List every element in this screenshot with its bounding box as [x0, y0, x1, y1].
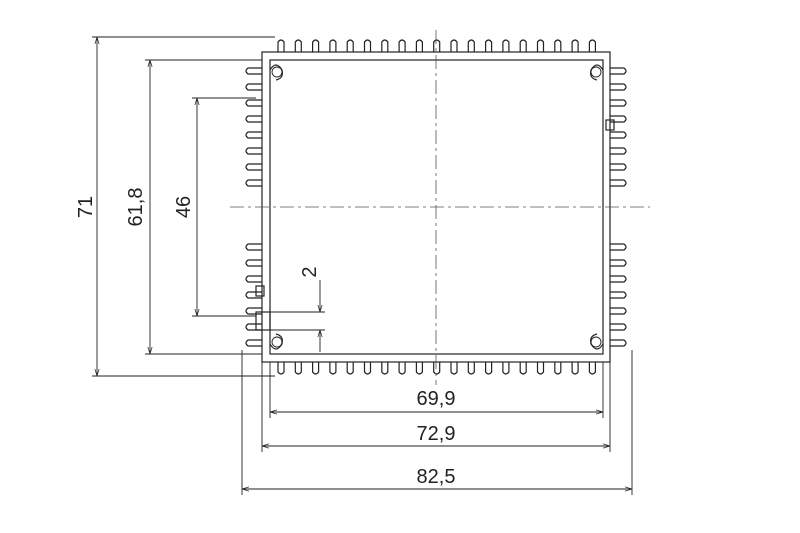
fin: [610, 323, 627, 331]
fin: [588, 362, 596, 375]
fin: [610, 67, 627, 75]
inner-height-label: 61,8: [125, 188, 147, 227]
body-width-label: 72,9: [417, 423, 456, 445]
fin: [610, 275, 627, 283]
right-fins: [610, 67, 627, 347]
fin: [245, 243, 262, 251]
fin: [502, 39, 510, 52]
fin: [381, 39, 389, 52]
fin: [294, 39, 302, 52]
fin: [610, 307, 627, 315]
fin: [245, 131, 262, 139]
overall-width-label: 82,5: [417, 466, 456, 488]
fin: [363, 39, 372, 52]
fin: [245, 307, 262, 315]
fin: [245, 323, 262, 331]
fin: [245, 291, 262, 299]
fin: [245, 99, 262, 107]
fin: [610, 163, 627, 171]
fin: [329, 39, 337, 52]
fin: [245, 179, 262, 187]
inner-cavity: [269, 59, 604, 355]
fin: [571, 362, 579, 375]
fin: [415, 39, 423, 52]
fin: [571, 39, 579, 52]
fin: [398, 362, 406, 375]
fin: [610, 83, 627, 91]
fin: [610, 131, 627, 139]
fin: [245, 115, 262, 123]
dimension-inner-width: 69,9: [269, 362, 604, 418]
fin: [610, 115, 627, 123]
fin: [485, 362, 493, 375]
dimension-slot-height: 2: [270, 266, 325, 352]
fin: [610, 291, 627, 299]
slot-height-label: 2: [299, 266, 321, 277]
fin: [536, 362, 545, 375]
fin: [610, 243, 627, 251]
fin: [346, 362, 354, 375]
fin: [415, 362, 423, 375]
fin: [245, 83, 262, 91]
fin: [433, 362, 441, 375]
fin: [329, 362, 337, 375]
dimension-overall-height: 71: [75, 36, 275, 377]
fin: [433, 39, 441, 52]
dimension-overall-width: 82,5: [241, 350, 633, 495]
top-fins: [277, 39, 596, 52]
fin: [554, 39, 562, 52]
fin: [346, 39, 354, 52]
bottom-fins: [277, 362, 596, 375]
fin: [610, 179, 627, 187]
overall-height-label: 71: [75, 196, 97, 218]
fin: [363, 362, 372, 375]
fin: [245, 275, 262, 283]
center-height-label: 46: [173, 196, 195, 218]
fin: [245, 147, 262, 155]
fin: [398, 39, 406, 52]
fin: [502, 362, 510, 375]
dimension-body-width: 72,9: [261, 362, 611, 452]
fin: [519, 39, 527, 52]
fin: [610, 147, 627, 155]
fin: [610, 99, 627, 107]
fin: [610, 339, 627, 347]
fin: [245, 67, 262, 75]
dimension-inner-height: 61,8: [125, 59, 262, 355]
fin: [277, 362, 285, 375]
fin: [245, 259, 262, 267]
fin: [610, 259, 627, 267]
fin: [294, 362, 302, 375]
fin: [519, 362, 527, 375]
fin: [554, 362, 562, 375]
fin: [450, 362, 458, 375]
corner-channels: [269, 64, 604, 350]
inner-width-label: 69,9: [417, 388, 456, 410]
fin: [467, 39, 475, 52]
fin: [245, 339, 262, 347]
fin: [588, 39, 596, 52]
fin: [381, 362, 389, 375]
side-slots: [255, 119, 615, 331]
fin: [450, 39, 458, 52]
fin: [536, 39, 545, 52]
fin: [312, 39, 320, 52]
fin: [467, 362, 475, 375]
fin: [277, 39, 285, 52]
fin: [312, 362, 320, 375]
left-fins: [245, 67, 262, 347]
fin: [485, 39, 493, 52]
fin: [245, 163, 262, 171]
dimension-center-height: 46: [173, 97, 256, 317]
